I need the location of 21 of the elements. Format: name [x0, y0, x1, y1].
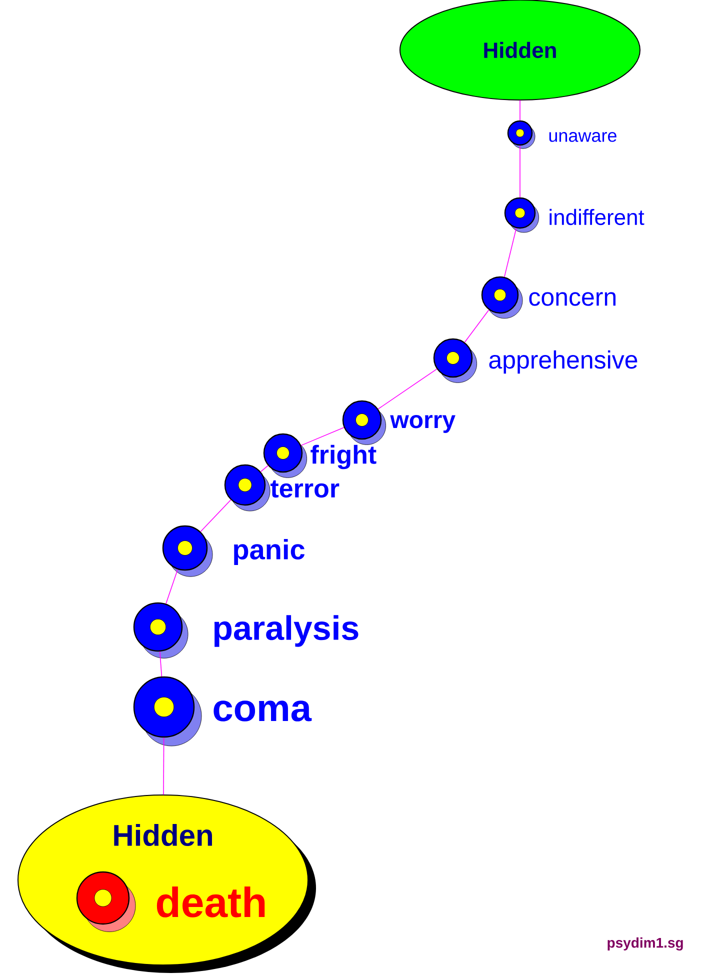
disc-label: unaware — [549, 132, 616, 142]
connector-line — [504, 228, 517, 278]
disc-label: apprehensive — [489, 350, 638, 374]
disc-label: paralysis — [214, 615, 358, 647]
connector-line — [159, 651, 162, 677]
disc-label: death — [156, 886, 265, 918]
disc-label: concern — [529, 292, 616, 306]
connector-line — [166, 568, 178, 604]
connector-line — [378, 368, 438, 410]
connector-line — [260, 465, 268, 472]
connector-line — [200, 500, 232, 532]
disc-label: indifferent — [550, 208, 644, 226]
disc-label: terror — [270, 480, 340, 498]
file-name: psydim1.sg — [608, 937, 683, 951]
disc-label: worry — [390, 415, 456, 433]
connector-line — [300, 427, 344, 446]
connector-line — [464, 310, 490, 343]
disc-label: panic — [234, 538, 304, 566]
connector-line — [163, 737, 164, 796]
disc-label: fright — [310, 444, 376, 470]
disc-label: coma — [214, 700, 312, 722]
